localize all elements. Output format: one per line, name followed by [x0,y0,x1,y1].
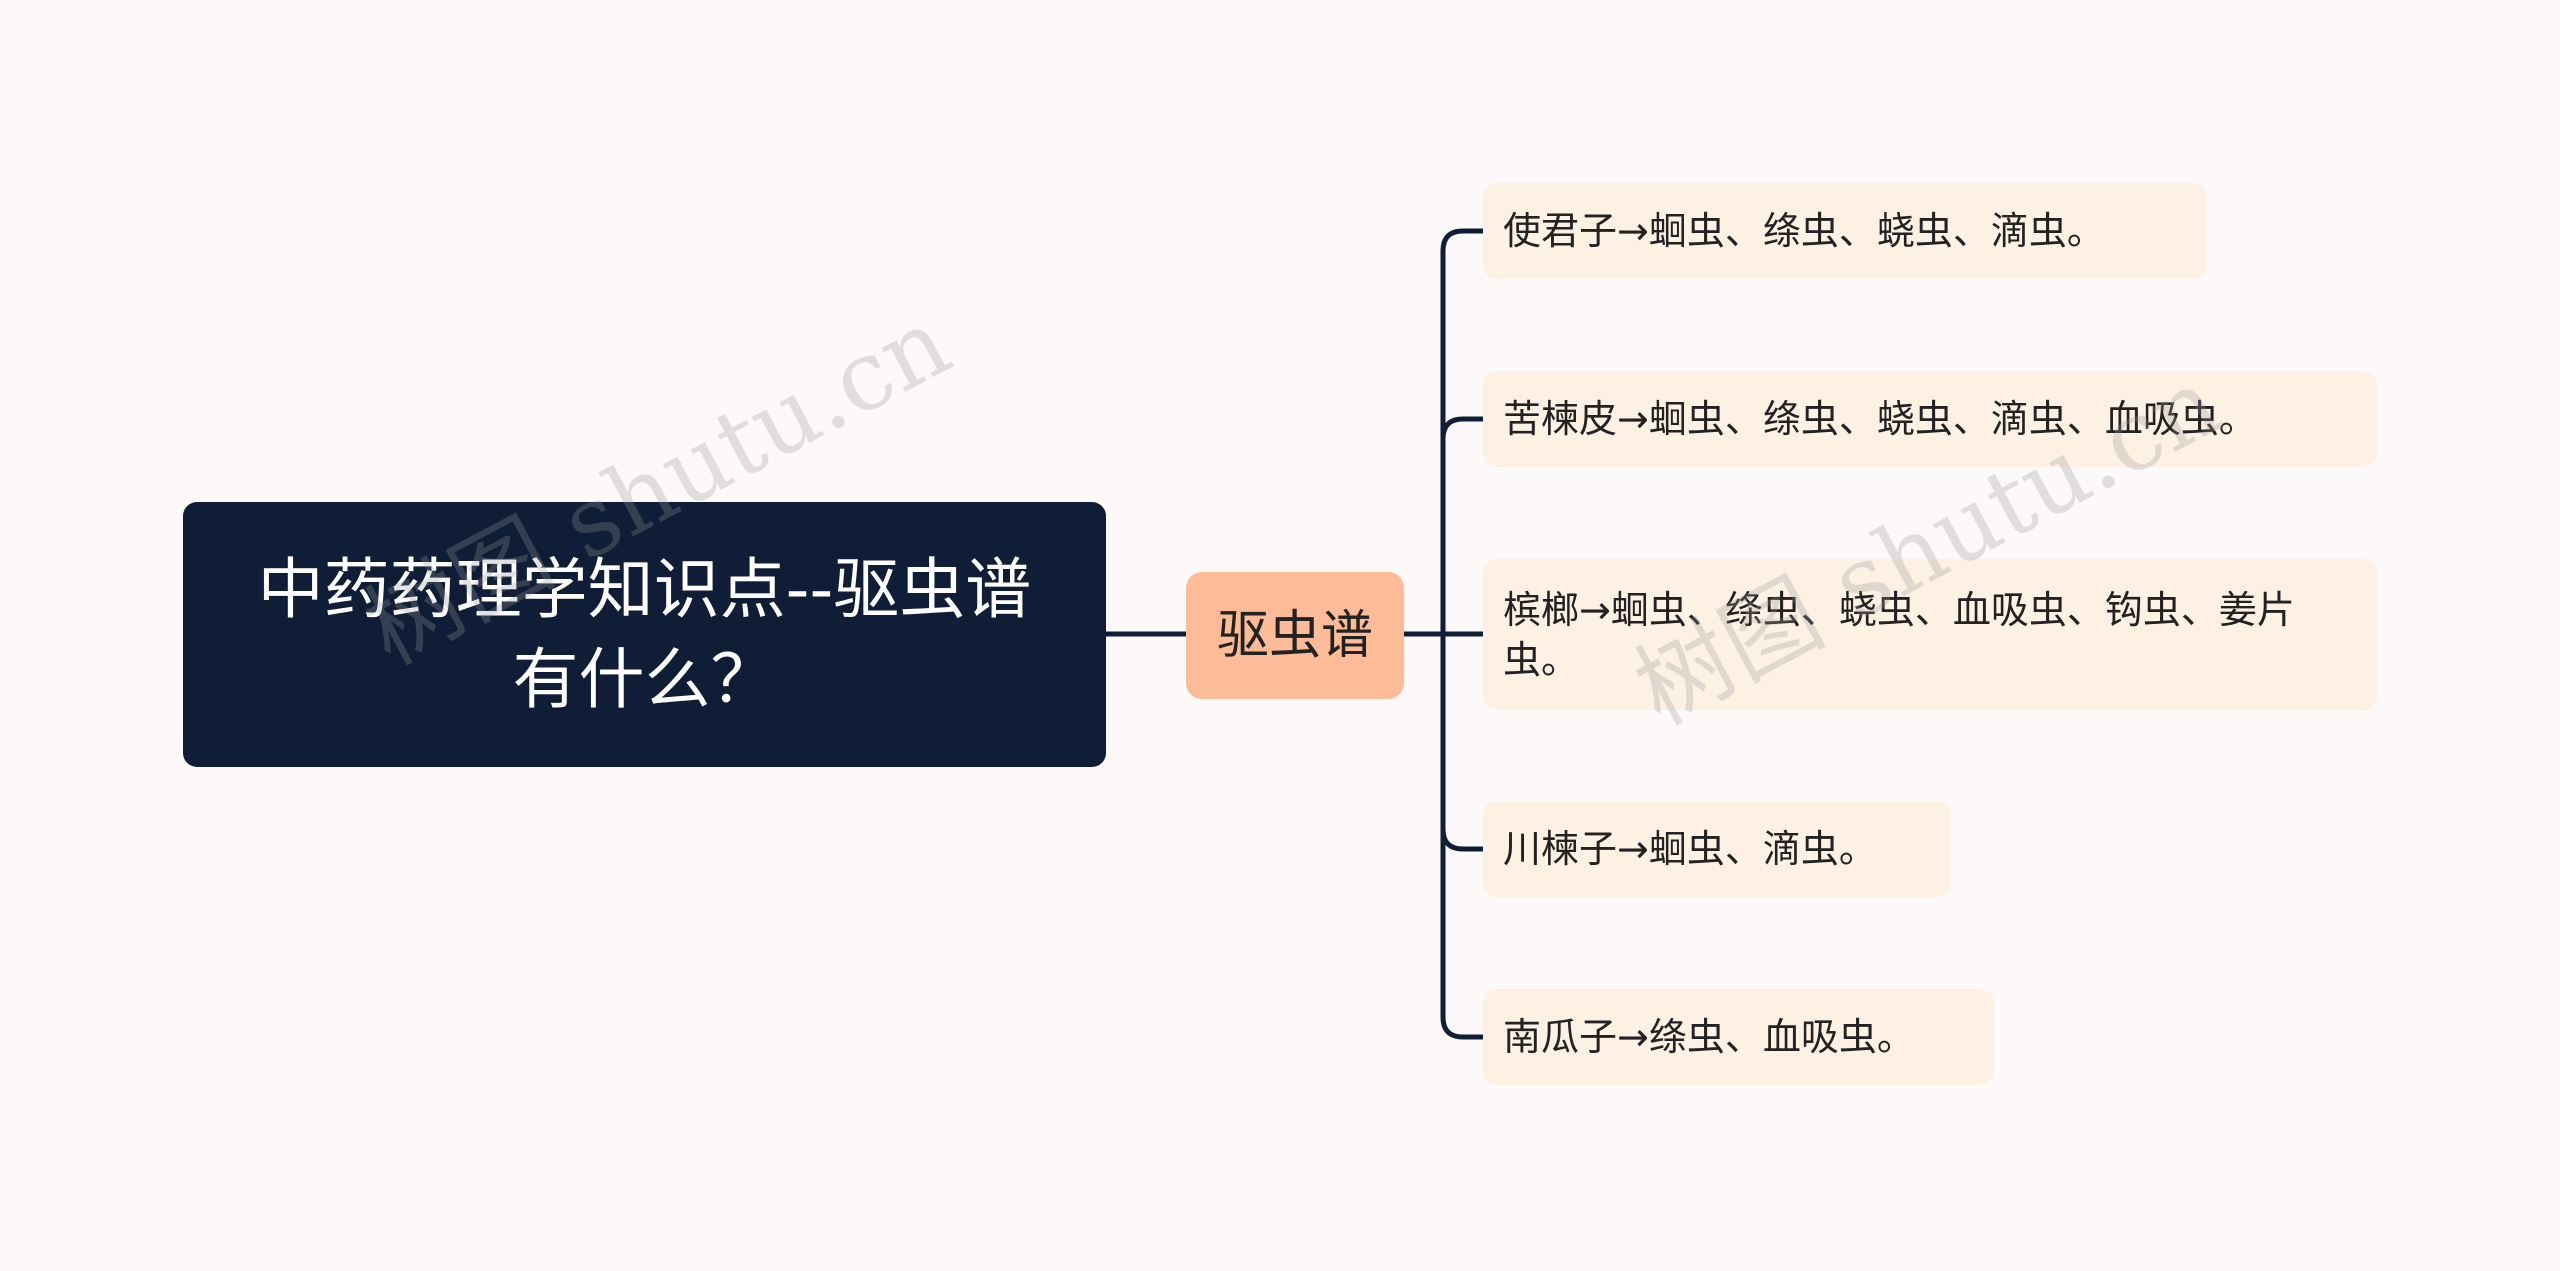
root-node[interactable]: 中药药理学知识点--驱虫谱有什么？ [183,502,1106,767]
leaf-text: 川楝子→蛔虫、滴虫。 [1503,827,1877,871]
leaf-node[interactable]: 川楝子→蛔虫、滴虫。 [1483,801,1951,897]
leaf-node[interactable]: 槟榔→蛔虫、绦虫、蛲虫、血吸虫、钩虫、姜片虫。 [1483,559,2377,710]
connector-leaf-5 [1440,634,1483,1040]
leaf-text: 南瓜子→绦虫、血吸虫。 [1503,1015,1915,1059]
leaf-node[interactable]: 苦楝皮→蛔虫、绦虫、蛲虫、滴虫、血吸虫。 [1483,371,2377,467]
leaf-text: 苦楝皮→蛔虫、绦虫、蛲虫、滴虫、血吸虫。 [1503,397,2257,441]
branch-label: 驱虫谱 [1216,605,1373,666]
leaf-text: 使君子→蛔虫、绦虫、蛲虫、滴虫。 [1503,209,2105,253]
root-title: 中药药理学知识点--驱虫谱有什么？ [257,550,1032,718]
connector-leaf-1 [1440,228,1483,634]
leaf-text: 槟榔→蛔虫、绦虫、蛲虫、血吸虫、钩虫、姜片虫。 [1503,587,2295,682]
branch-node[interactable]: 驱虫谱 [1186,572,1404,699]
connector-leaf-2 [1440,416,1483,634]
leaf-node[interactable]: 南瓜子→绦虫、血吸虫。 [1483,989,1994,1085]
leaf-node[interactable]: 使君子→蛔虫、绦虫、蛲虫、滴虫。 [1483,183,2207,279]
connector-leaf-4 [1440,634,1483,852]
